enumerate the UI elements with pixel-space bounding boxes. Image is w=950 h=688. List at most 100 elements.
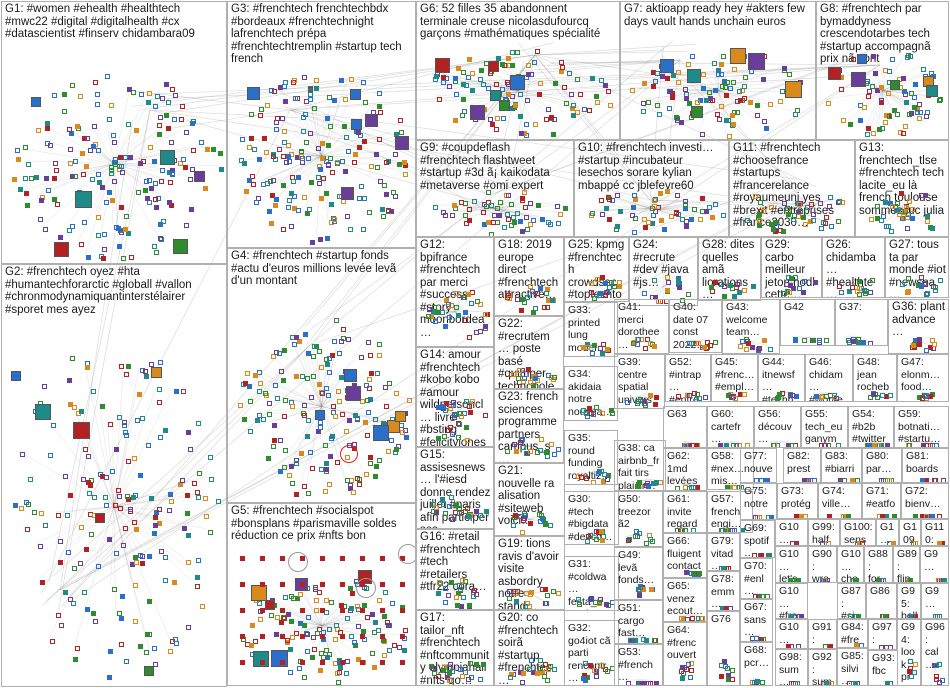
node xyxy=(848,614,853,619)
node xyxy=(389,438,394,443)
node xyxy=(684,224,689,229)
node xyxy=(319,651,324,656)
node xyxy=(126,459,131,464)
node xyxy=(460,578,465,583)
node xyxy=(367,377,372,382)
node xyxy=(274,120,279,125)
node xyxy=(149,186,154,191)
avatar xyxy=(435,58,450,73)
node xyxy=(339,339,344,344)
node xyxy=(402,160,407,165)
node xyxy=(465,438,470,443)
node xyxy=(338,665,343,670)
node xyxy=(25,203,30,208)
node xyxy=(563,206,568,211)
node xyxy=(302,403,307,408)
node xyxy=(754,636,759,641)
node xyxy=(312,344,317,349)
node xyxy=(366,410,371,415)
node xyxy=(240,556,245,561)
node xyxy=(377,137,382,142)
node xyxy=(58,560,63,565)
node xyxy=(332,217,337,222)
node xyxy=(169,499,174,504)
node xyxy=(937,98,942,103)
group-g21: G21: nouvelle ra alisation #siteweb voic… xyxy=(494,463,565,536)
node xyxy=(925,219,930,224)
node xyxy=(447,84,452,89)
node xyxy=(275,396,280,401)
node xyxy=(881,578,886,583)
node xyxy=(704,209,709,214)
node xyxy=(456,313,461,318)
node xyxy=(535,49,540,54)
node xyxy=(318,425,323,430)
node xyxy=(362,139,367,144)
node xyxy=(104,475,109,480)
node xyxy=(104,503,109,508)
avatar xyxy=(75,191,92,208)
node xyxy=(314,598,319,603)
node xyxy=(351,490,356,495)
node xyxy=(252,147,257,152)
group-g94: G94: look pr… xyxy=(897,619,921,686)
node xyxy=(679,616,684,621)
node xyxy=(312,647,317,652)
node xyxy=(400,582,405,587)
group-label: G42 xyxy=(784,301,832,314)
node xyxy=(92,495,97,500)
node xyxy=(260,634,265,639)
node xyxy=(110,198,115,203)
avatar xyxy=(470,105,485,120)
node xyxy=(249,136,254,141)
node xyxy=(111,133,116,138)
node xyxy=(786,644,791,649)
node xyxy=(651,213,656,218)
node xyxy=(75,646,80,651)
node xyxy=(288,647,293,652)
node xyxy=(314,608,319,613)
node xyxy=(924,114,929,119)
node xyxy=(290,481,295,486)
node xyxy=(935,614,940,619)
node xyxy=(511,372,516,377)
node xyxy=(302,195,307,200)
node xyxy=(608,103,613,108)
node xyxy=(300,156,305,161)
node xyxy=(333,637,338,642)
node xyxy=(184,130,189,135)
group-label: G7: aktioapp ready hey #akters few days … xyxy=(624,3,813,28)
avatar xyxy=(341,187,354,200)
node xyxy=(514,599,519,604)
node xyxy=(569,92,574,97)
node xyxy=(486,190,491,195)
node xyxy=(345,214,350,219)
node xyxy=(447,315,452,320)
group-g107: G9… xyxy=(920,546,949,583)
node xyxy=(904,100,909,105)
node xyxy=(606,89,611,94)
group-g51: G51: cargo fast… xyxy=(614,600,663,644)
node xyxy=(555,204,560,209)
node xyxy=(600,275,605,280)
node xyxy=(588,663,593,668)
node xyxy=(312,106,317,111)
node xyxy=(753,515,758,520)
node xyxy=(552,375,557,380)
node xyxy=(240,608,245,613)
node xyxy=(797,202,802,207)
group-g76: G76 xyxy=(707,611,740,686)
group-label: G56: découv… kantre… xyxy=(758,408,798,448)
group-g71: G71: #eatfo… xyxy=(862,483,901,519)
node xyxy=(269,88,274,93)
node xyxy=(394,447,399,452)
node xyxy=(500,62,505,67)
node xyxy=(891,541,896,546)
node xyxy=(867,89,872,94)
group-g61: G61: invite regard… xyxy=(663,491,707,533)
node xyxy=(757,218,762,223)
node xyxy=(320,156,325,161)
node xyxy=(107,537,112,542)
group-g99: G99: half… xyxy=(808,519,840,546)
group-label: G65: venez ecout… xyxy=(667,580,704,618)
